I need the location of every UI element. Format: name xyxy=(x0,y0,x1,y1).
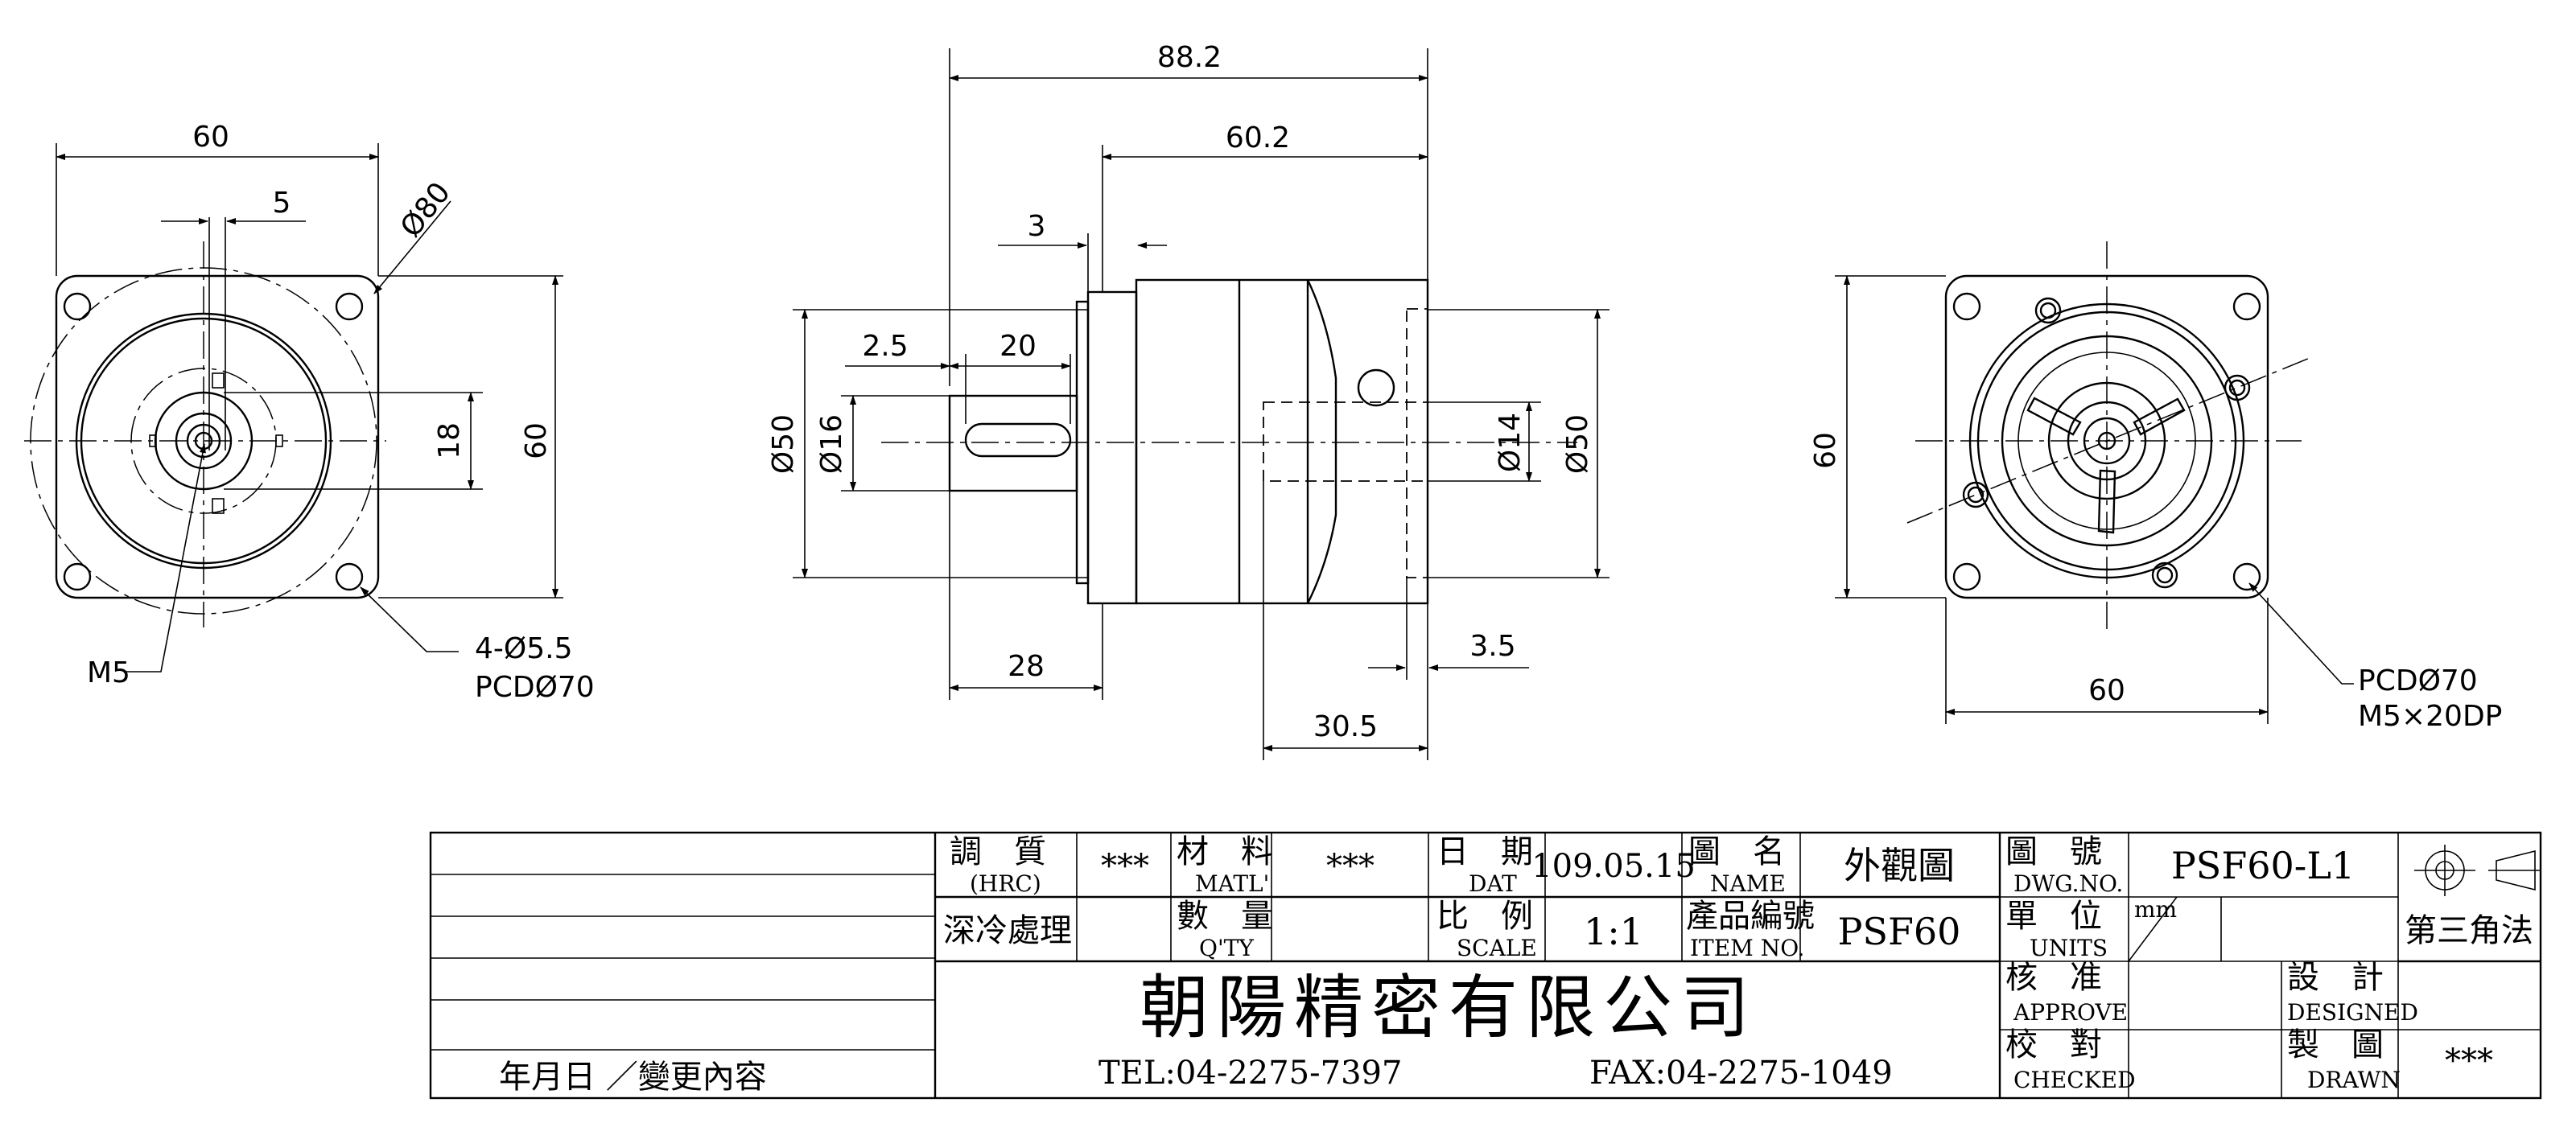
dim-flange-3: 3 xyxy=(1028,210,1046,243)
dim-bore-30-5: 30.5 xyxy=(1313,710,1378,743)
square-flange xyxy=(55,274,380,599)
body xyxy=(1135,278,1429,605)
svg-text:APPROVE: APPROVE xyxy=(2013,999,2128,1026)
svg-text:DESIGNED: DESIGNED xyxy=(2287,999,2418,1026)
dim-height-60: 60 xyxy=(520,422,553,459)
dim-keyway-5: 5 xyxy=(273,187,291,220)
dim-rear-height-60: 60 xyxy=(1809,432,1842,469)
title-block: 年月日 ／變更內容 調 質 (HRC) *** 材 料 MATL' *** 日 … xyxy=(429,831,2542,1100)
dim-overall-88-2: 88.2 xyxy=(1157,41,1222,74)
label-m5-20dp: M5×20DP xyxy=(2358,700,2502,733)
dim-dia-50-left: Ø50 xyxy=(767,414,800,474)
label-m5: M5 xyxy=(87,656,130,689)
dim-key-18: 18 xyxy=(433,422,466,459)
mount-hole xyxy=(63,562,92,591)
dim-dia-14: Ø14 xyxy=(1494,413,1527,472)
rear-view: 60 60 PCDØ70 M5×20DP xyxy=(1809,241,2502,733)
dim-key-20: 20 xyxy=(999,330,1037,363)
dim-dia-50-right: Ø50 xyxy=(1561,414,1594,474)
svg-text:DAT: DAT xyxy=(1469,870,1517,897)
label-hrc: 調 質 xyxy=(950,833,1046,870)
svg-text:SCALE: SCALE xyxy=(1457,935,1537,961)
label-matl: 材 料 xyxy=(1177,833,1273,870)
value-date: 109.05.15 xyxy=(1531,848,1696,885)
value-units: mm xyxy=(2134,896,2177,923)
value-matl: *** xyxy=(1326,848,1375,885)
svg-text:(HRC): (HRC) xyxy=(970,870,1041,897)
label-drawn: 製 圖 xyxy=(2287,1026,2384,1063)
dim-diameter-80: Ø80 xyxy=(394,176,457,244)
value-item: PSF60 xyxy=(1838,910,1961,953)
label-units: 單 位 xyxy=(2005,898,2102,935)
label-projection: 第三角法 xyxy=(2405,912,2533,949)
dim-width-60: 60 xyxy=(192,121,229,154)
dim-recess-3-5: 3.5 xyxy=(1469,630,1515,663)
company-name: 朝陽精密有限公司 xyxy=(1140,968,1758,1048)
company-fax: FAX:04-2275-1049 xyxy=(1589,1055,1893,1092)
svg-text:Q'TY: Q'TY xyxy=(1199,935,1254,961)
hidden-bore xyxy=(1263,401,1428,482)
svg-text:MATL': MATL' xyxy=(1195,870,1269,897)
svg-text:DWG.NO.: DWG.NO. xyxy=(2013,870,2123,897)
label-designed: 設 計 xyxy=(2287,959,2384,996)
dim-shaft-28: 28 xyxy=(1008,650,1045,683)
shaft-key xyxy=(964,422,1072,458)
label-checked: 校 對 xyxy=(2005,1026,2102,1063)
third-angle-projection-icon xyxy=(2414,845,2541,896)
flange xyxy=(1086,290,1138,605)
mount-hole xyxy=(335,562,364,591)
svg-text:UNITS: UNITS xyxy=(2030,935,2108,961)
svg-text:CHECKED: CHECKED xyxy=(2013,1067,2136,1093)
mount-hole xyxy=(63,292,92,321)
value-drawn: *** xyxy=(2445,1043,2493,1080)
dim-holes-pcd: PCDØ70 xyxy=(475,671,595,704)
dim-holes: 4-Ø5.5 xyxy=(475,632,572,665)
value-name: 外觀圖 xyxy=(1844,844,1955,887)
svg-text:NAME: NAME xyxy=(1710,870,1786,897)
label-item: 產品編號 xyxy=(1686,898,1815,935)
label-treatment: 深冷處理 xyxy=(943,912,1072,949)
front-view: 60 5 Ø80 60 18 4-Ø5.5 PCDØ70 M5 xyxy=(24,121,595,704)
dim-rear-width-60: 60 xyxy=(2088,674,2125,707)
mount-hole xyxy=(335,292,364,321)
label-name: 圖 名 xyxy=(1688,833,1785,870)
company-tel: TEL:04-2275-7397 xyxy=(1098,1055,1402,1092)
label-date: 日 期 xyxy=(1436,833,1533,870)
value-dwg: PSF60-L1 xyxy=(2171,844,2355,887)
dim-body-60-2: 60.2 xyxy=(1226,121,1290,154)
dim-shoulder-2-5: 2.5 xyxy=(862,330,908,363)
svg-text:ITEM NO.: ITEM NO. xyxy=(1690,935,1804,961)
output-shaft xyxy=(948,394,1078,492)
value-scale: 1:1 xyxy=(1584,910,1643,953)
revision-header: 年月日 ／變更內容 xyxy=(499,1059,767,1096)
port-circle xyxy=(1357,368,1395,407)
label-pcd-70: PCDØ70 xyxy=(2358,664,2478,697)
label-approve: 核 准 xyxy=(2005,959,2102,996)
label-scale: 比 例 xyxy=(1436,898,1533,935)
dim-dia-16: Ø16 xyxy=(815,414,848,474)
svg-text:DRAWN: DRAWN xyxy=(2307,1067,2401,1093)
label-qty: 數 量 xyxy=(1177,898,1273,935)
value-hrc: *** xyxy=(1101,848,1149,885)
side-view: 88.2 60.2 3 2.5 20 Ø50 Ø16 Ø14 Ø50 28 xyxy=(767,41,1609,760)
label-dwg: 圖 號 xyxy=(2005,833,2102,870)
